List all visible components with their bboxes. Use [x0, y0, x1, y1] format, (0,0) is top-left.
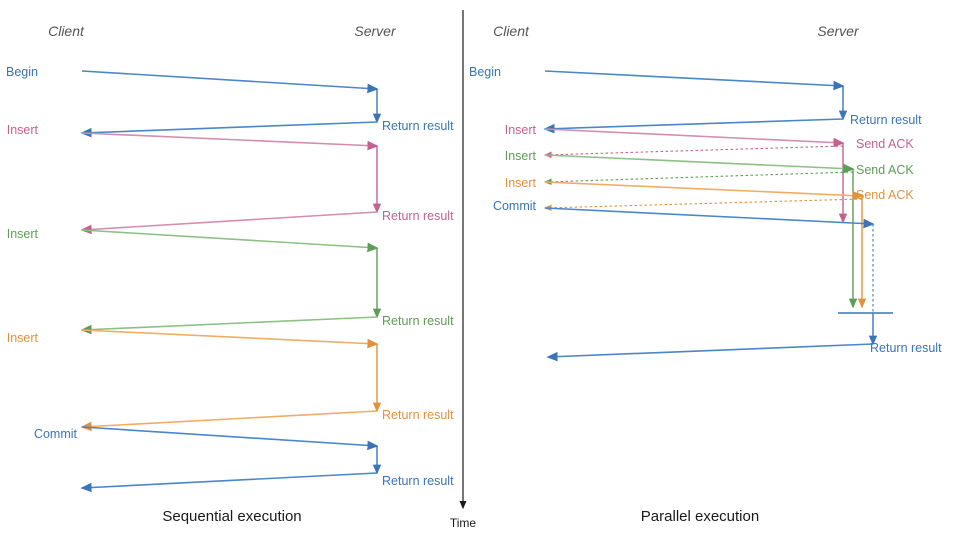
- message-label-begin-request: Begin: [6, 65, 38, 79]
- message-insert3-ack: Send ACK: [543, 188, 914, 212]
- actor-label-server: Server: [817, 23, 860, 39]
- arrow-to-server: [81, 329, 379, 349]
- message-insert1-request: Insert: [505, 123, 845, 148]
- message-insert1-request: Insert: [7, 123, 379, 151]
- panel-caption-parallel: Parallel execution: [641, 508, 759, 525]
- message-insert2-request: Insert: [7, 227, 379, 253]
- arrow-to-server: [544, 70, 845, 91]
- arrow-to-server: [81, 229, 379, 253]
- message-commit-request: Commit: [34, 426, 379, 451]
- arrow-to-server: [544, 181, 864, 201]
- time-axis: Time: [450, 10, 477, 530]
- arrow-to-client: [80, 121, 378, 138]
- arrow-to-client: [80, 410, 378, 432]
- message-commit-return: Return result: [80, 472, 454, 493]
- arrow-to-client: [80, 472, 378, 493]
- actor-label-server: Server: [354, 23, 397, 39]
- message-begin-request: Begin: [469, 65, 845, 91]
- arrow-to-server: [544, 207, 875, 229]
- arrow-to-client: [80, 211, 378, 235]
- time-axis-label: Time: [450, 516, 477, 530]
- message-label-insert1-return: Return result: [382, 209, 454, 223]
- message-label-insert3-return: Return result: [382, 408, 454, 422]
- message-insert3-request: Insert: [505, 176, 864, 201]
- message-label-insert1-request: Insert: [7, 123, 39, 137]
- message-label-commit-request: Commit: [493, 199, 537, 213]
- arrow-to-server: [81, 132, 379, 151]
- message-label-insert1-ack: Send ACK: [856, 137, 914, 151]
- message-label-begin-request: Begin: [469, 65, 501, 79]
- message-label-begin-return: Return result: [850, 113, 922, 127]
- message-insert3-return: Return result: [80, 408, 454, 432]
- arrow-to-client: [543, 118, 844, 134]
- message-label-commit-request: Commit: [34, 427, 78, 441]
- message-label-insert2-request: Insert: [7, 227, 39, 241]
- message-label-insert2-ack: Send ACK: [856, 163, 914, 177]
- message-begin-request: Begin: [6, 65, 379, 94]
- message-label-insert3-request: Insert: [7, 331, 39, 345]
- arrow-ack-to-client: [543, 171, 854, 186]
- arrow-to-client: [546, 343, 874, 362]
- message-insert1-return: Return result: [80, 209, 454, 235]
- message-label-insert3-request: Insert: [505, 176, 537, 190]
- message-begin-return: Return result: [80, 119, 454, 138]
- arrow-to-server: [544, 128, 845, 148]
- actor-label-client: Client: [493, 23, 530, 39]
- message-commit-return: Return result: [546, 341, 942, 362]
- message-label-commit-return: Return result: [382, 474, 454, 488]
- message-insert2-request: Insert: [505, 149, 855, 174]
- arrow-to-server: [544, 154, 855, 174]
- message-label-insert1-request: Insert: [505, 123, 537, 137]
- panel-caption-sequential: Sequential execution: [162, 508, 301, 525]
- message-label-begin-return: Return result: [382, 119, 454, 133]
- arrow-ack-to-client: [543, 198, 863, 212]
- message-insert3-request: Insert: [7, 329, 379, 349]
- message-label-insert2-request: Insert: [505, 149, 537, 163]
- arrow-to-server: [81, 70, 379, 94]
- message-begin-return: Return result: [543, 113, 922, 134]
- message-commit-request: Commit: [493, 199, 875, 229]
- arrow-to-client: [80, 316, 378, 335]
- arrow-to-server: [81, 426, 379, 451]
- message-label-insert3-ack: Send ACK: [856, 188, 914, 202]
- message-insert1-ack: Send ACK: [543, 137, 914, 159]
- message-label-commit-return: Return result: [870, 341, 942, 355]
- message-insert2-ack: Send ACK: [543, 163, 914, 186]
- message-label-insert2-return: Return result: [382, 314, 454, 328]
- actor-label-client: Client: [48, 23, 85, 39]
- arrow-ack-to-client: [543, 145, 844, 159]
- message-insert2-return: Return result: [80, 314, 454, 335]
